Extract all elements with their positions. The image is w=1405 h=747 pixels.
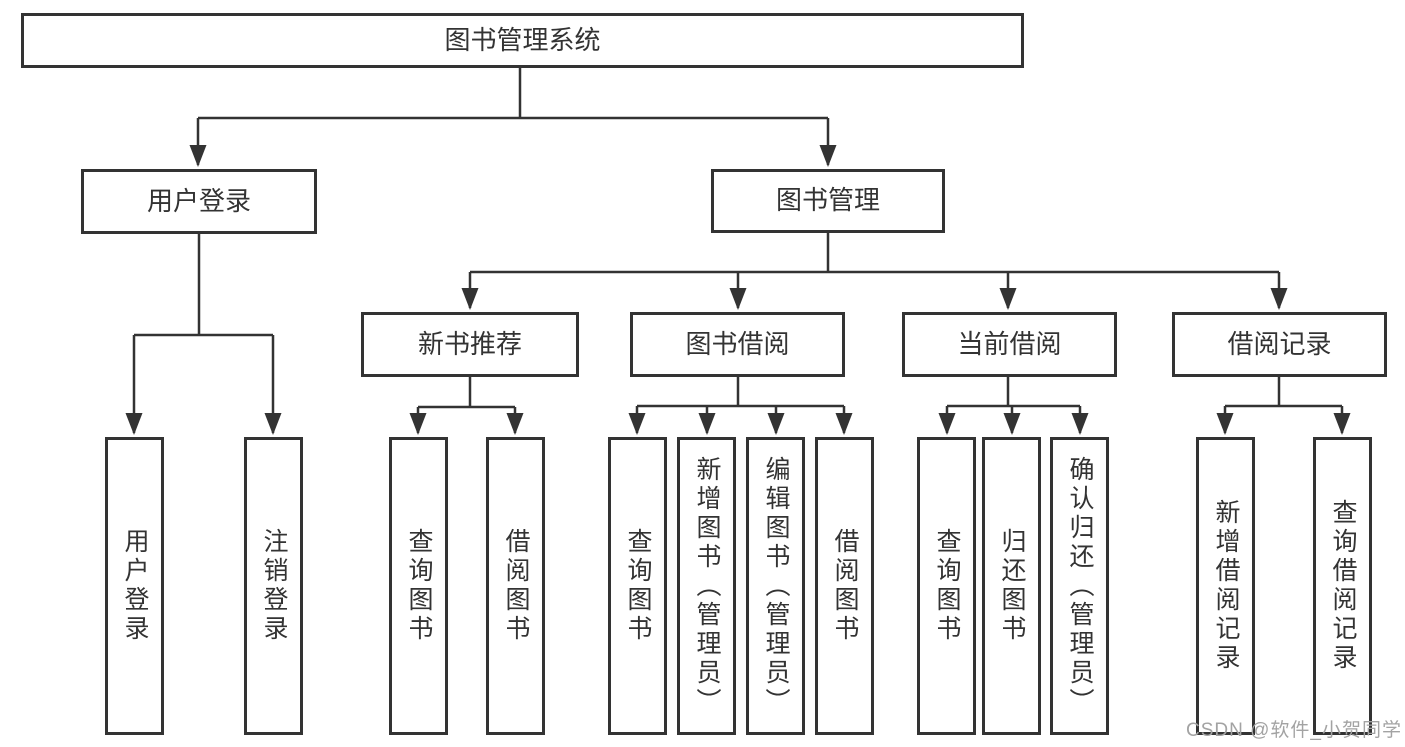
leaf-node-query-borrow-record: 查询借阅记录 [1313, 437, 1372, 735]
leaf-node-confirm-return-admin: 确认归还（管理员） [1050, 437, 1109, 735]
watermark: CSDN @软件_小贺同学 [1186, 720, 1402, 741]
leaf-node-logout: 注销登录 [244, 437, 303, 735]
module-node-borrow-records: 借阅记录 [1172, 312, 1387, 377]
leaf-node-user-login: 用户登录 [105, 437, 164, 735]
root-node-library-system: 图书管理系统 [21, 13, 1024, 68]
leaf-node-return-books: 归还图书 [982, 437, 1041, 735]
branch-node-book-management: 图书管理 [711, 169, 945, 233]
leaf-node-edit-books-admin: 编辑图书（管理员） [746, 437, 805, 735]
leaf-node-query-books-borrow: 查询图书 [608, 437, 667, 735]
branch-node-user-login: 用户登录 [81, 169, 317, 234]
leaf-node-add-borrow-record: 新增借阅记录 [1196, 437, 1255, 735]
leaf-node-borrow-books: 借阅图书 [815, 437, 874, 735]
leaf-node-borrow-books-recommend: 借阅图书 [486, 437, 545, 735]
leaf-node-add-books-admin: 新增图书（管理员） [677, 437, 736, 735]
leaf-node-query-books-current: 查询图书 [917, 437, 976, 735]
leaf-node-query-books-recommend: 查询图书 [389, 437, 448, 735]
module-node-new-book-recommend: 新书推荐 [361, 312, 579, 377]
module-node-current-borrow: 当前借阅 [902, 312, 1117, 377]
module-node-book-borrow: 图书借阅 [630, 312, 845, 377]
